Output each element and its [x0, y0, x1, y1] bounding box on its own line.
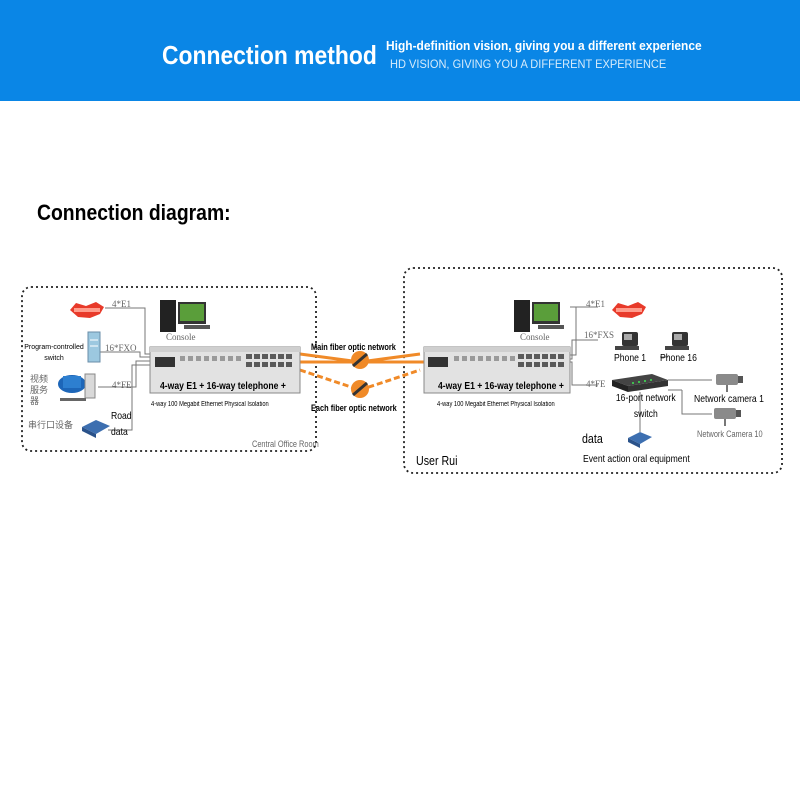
camera-10-icon	[714, 408, 741, 426]
camera-1-icon	[716, 374, 743, 392]
left-multiplexer-device	[149, 346, 301, 394]
each-fiber-label: Each fiber optic network	[311, 403, 397, 413]
left-console-label: Console	[166, 332, 196, 342]
phone-1-label: Phone 1	[614, 352, 647, 364]
camera-1-label: Network camera 1	[694, 393, 764, 405]
right-device-label-line2: 4-way 100 Megabit Ethernet Physical Isol…	[437, 401, 555, 408]
network-switch-icon	[612, 374, 668, 392]
user-region	[403, 267, 783, 474]
left-device-label-line1: 4-way E1 + 16-way telephone +	[160, 380, 286, 392]
header-subtitle: High-definition vision, giving you a dif…	[386, 38, 702, 53]
right-wiring	[568, 306, 712, 432]
serial-device-icon	[82, 420, 110, 438]
right-multiplexer-device	[423, 346, 571, 394]
data-label: data	[582, 431, 603, 446]
road-data-label: Road data	[111, 410, 132, 438]
serial-device-label: 串行口设备	[28, 420, 74, 430]
right-red-badge-icon	[612, 302, 646, 318]
left-device-label-line2: 4-way 100 Megabit Ethernet Physical Isol…	[151, 401, 269, 408]
header-title: Connection method	[162, 40, 377, 70]
fiber-connector-top	[351, 351, 369, 369]
video-server-icon	[58, 373, 96, 401]
right-console-pc-icon	[514, 300, 564, 332]
header-banner: Connection method High-definition vision…	[0, 0, 800, 101]
right-port-fxs: 16*FXS	[584, 330, 615, 340]
left-port-fe: 4*FE	[112, 380, 132, 390]
user-region-label: User Rui	[416, 453, 458, 468]
left-port-e1: 4*E1	[112, 299, 131, 309]
right-console-label: Console	[520, 332, 550, 342]
fiber-connector-bottom	[351, 380, 369, 398]
network-switch-label: 16-port network switch	[615, 392, 676, 420]
event-equipment-label: Event action oral equipment	[583, 453, 690, 465]
right-device-label-line1: 4-way E1 + 16-way telephone +	[438, 380, 564, 392]
phone-1-icon	[615, 332, 639, 350]
program-switch-icon	[87, 331, 101, 363]
left-wiring	[90, 307, 152, 431]
section-heading: Connection diagram:	[37, 200, 231, 225]
left-port-fxo: 16*FXO	[105, 343, 137, 353]
header-subtitle-en: HD VISION, GIVING YOU A DIFFERENT EXPERI…	[390, 57, 667, 71]
phone-16-icon	[665, 332, 689, 350]
diagram-graphics	[21, 267, 783, 474]
video-server-label: 视频服务器	[30, 374, 49, 406]
right-port-e1: 4*E1	[586, 299, 605, 309]
right-port-fe: 4*FE	[586, 379, 606, 389]
data-equipment-icon	[628, 432, 652, 448]
connection-diagram: 4*E1 16*FXO 4*FE Console Program-control…	[0, 262, 800, 492]
left-red-badge-icon	[70, 302, 104, 318]
phone-16-label: Phone 16	[660, 352, 697, 364]
left-console-pc-icon	[160, 300, 210, 332]
central-office-label: Central Office Room	[252, 439, 319, 449]
program-switch-label: Program-controlled switch	[24, 344, 84, 362]
main-fiber-label: Main fiber optic network	[311, 342, 396, 352]
camera-10-label: Network Camera 10	[697, 429, 763, 439]
